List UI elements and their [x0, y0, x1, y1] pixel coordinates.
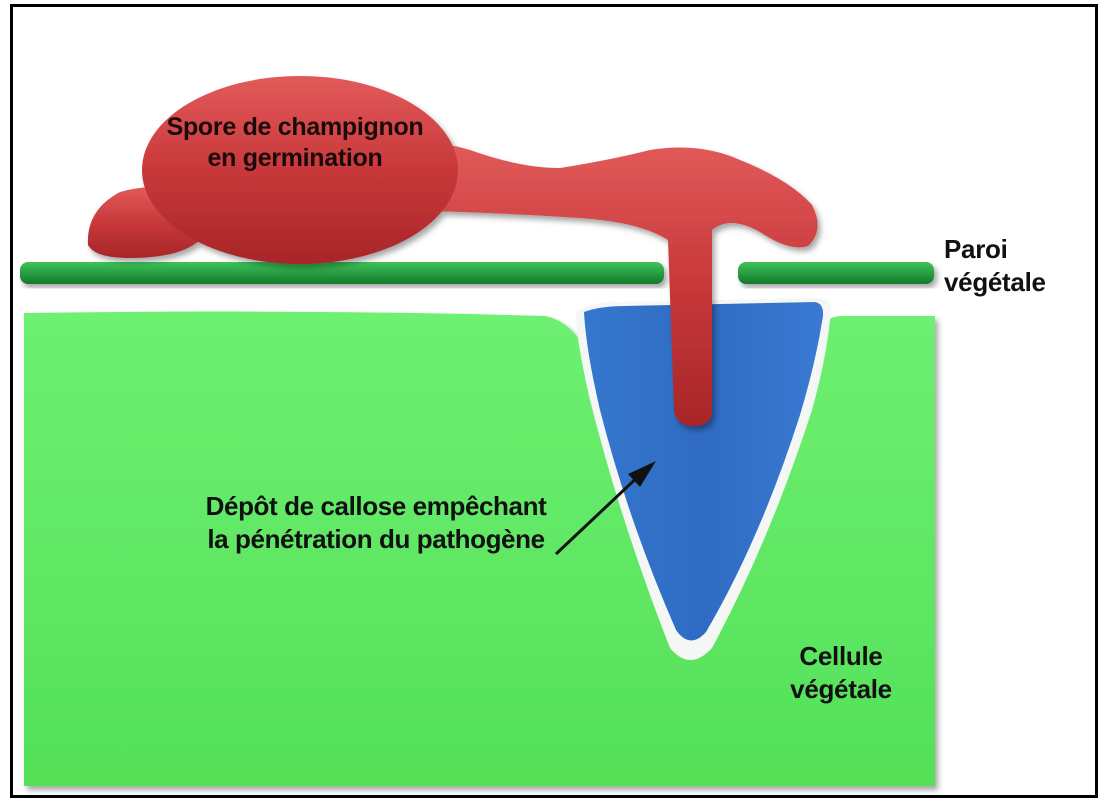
callose-label: Dépôt de callose empêchant la pénétratio… — [196, 490, 556, 555]
cell-label-line-1: Cellule — [776, 640, 906, 673]
cell-label: Cellule végétale — [776, 640, 906, 705]
spore-label-line-2: en germination — [150, 143, 440, 174]
plant-wall-left — [20, 262, 664, 284]
spore-label: Spore de champignon en germination — [150, 112, 440, 175]
callose-label-line-2: la pénétration du pathogène — [196, 523, 556, 556]
cell-label-line-2: végétale — [776, 673, 906, 706]
callose-label-line-1: Dépôt de callose empêchant — [196, 490, 556, 523]
wall-label: Paroi végétale — [944, 233, 1046, 298]
wall-label-line-1: Paroi — [944, 233, 1046, 266]
wall-label-line-2: végétale — [944, 266, 1046, 299]
plant-wall-right — [738, 262, 934, 284]
spore-label-line-1: Spore de champignon — [150, 112, 440, 143]
